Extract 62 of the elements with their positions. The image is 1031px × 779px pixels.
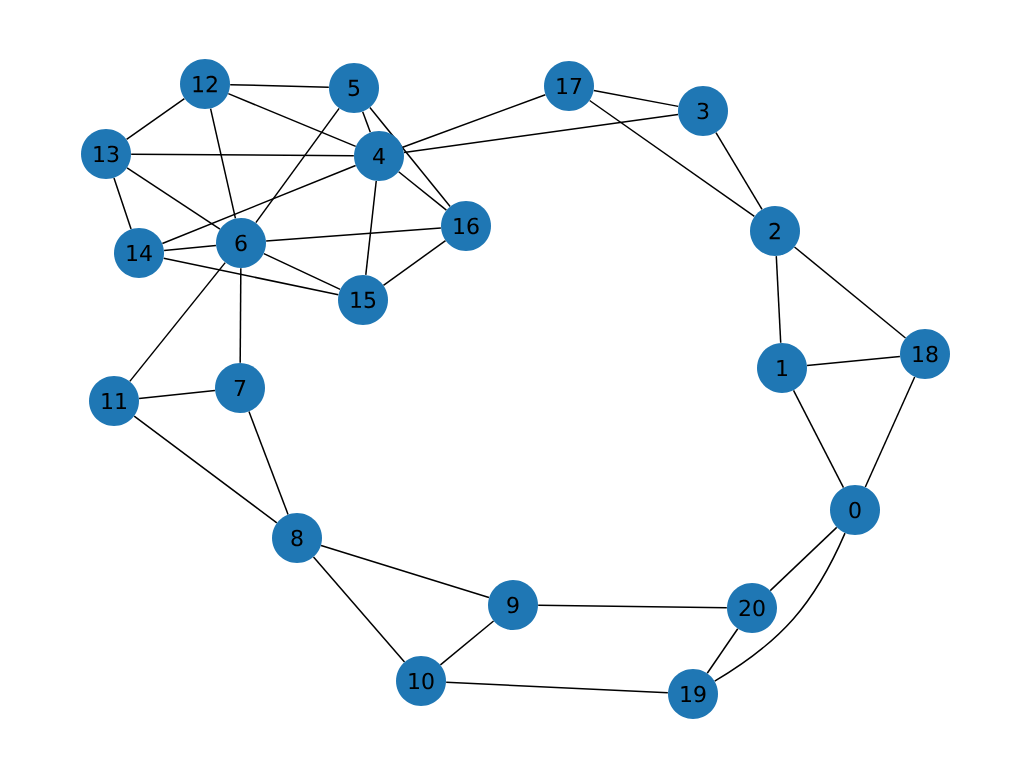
edge-line — [361, 110, 372, 134]
edge-line — [209, 107, 237, 220]
edge-line — [312, 556, 406, 663]
graph-node: 14 — [114, 228, 164, 278]
edge-line — [129, 261, 226, 383]
graph-node: 11 — [89, 376, 139, 426]
edge-line — [255, 107, 340, 224]
graph-node: 0 — [830, 485, 880, 535]
graph-node: 19 — [668, 669, 718, 719]
edge-line — [792, 389, 845, 489]
edge-line — [265, 227, 442, 242]
edge-line — [125, 97, 186, 141]
edge-line — [401, 93, 547, 149]
edge-line — [365, 180, 377, 276]
edge-line — [537, 604, 728, 609]
edge-line — [161, 164, 357, 245]
edge-line — [248, 410, 289, 516]
edge-line — [439, 620, 495, 666]
edge-line — [403, 113, 679, 154]
edge-line — [806, 355, 901, 367]
graph-node: 6 — [216, 218, 266, 268]
edge-line — [706, 628, 739, 674]
edge-line — [263, 252, 341, 291]
edge-line — [593, 89, 679, 108]
edge-line — [227, 92, 357, 148]
edge-line — [320, 544, 490, 599]
graph-node: 17 — [544, 61, 594, 111]
graph-node: 3 — [678, 86, 728, 136]
graph-node: 10 — [396, 656, 446, 706]
edge-line — [162, 257, 340, 296]
graph-node: 12 — [180, 59, 230, 109]
edge-line — [864, 376, 916, 488]
graph-node: 4 — [354, 131, 404, 181]
edge-line — [369, 106, 451, 208]
graph-node: 2 — [750, 206, 800, 256]
graph-node: 9 — [488, 580, 538, 630]
graph-node: 1 — [757, 343, 807, 393]
graph-node: 20 — [727, 583, 777, 633]
graph-node: 18 — [900, 329, 950, 379]
edge-line — [239, 267, 242, 364]
graph-node: 8 — [272, 513, 322, 563]
edge-line — [133, 415, 278, 524]
edge-line — [382, 239, 447, 287]
graph-node: 16 — [441, 201, 491, 251]
edge-line — [113, 177, 132, 230]
edge-line — [229, 83, 330, 89]
edge-line — [138, 389, 216, 400]
graph-node: 15 — [338, 275, 388, 325]
graph-node: 5 — [329, 63, 379, 113]
graph-node: 13 — [81, 129, 131, 179]
edge-line — [775, 255, 782, 344]
edge-line — [397, 171, 448, 211]
edge-line — [126, 167, 221, 230]
edge-line — [713, 532, 846, 682]
graph-node: 7 — [215, 363, 265, 413]
edge-line — [163, 244, 217, 252]
edge-line — [793, 246, 907, 339]
edge-line — [769, 526, 838, 592]
edge-line — [588, 99, 756, 218]
edge-line — [130, 153, 355, 157]
edge-line — [445, 681, 669, 694]
edge-line — [715, 131, 763, 211]
